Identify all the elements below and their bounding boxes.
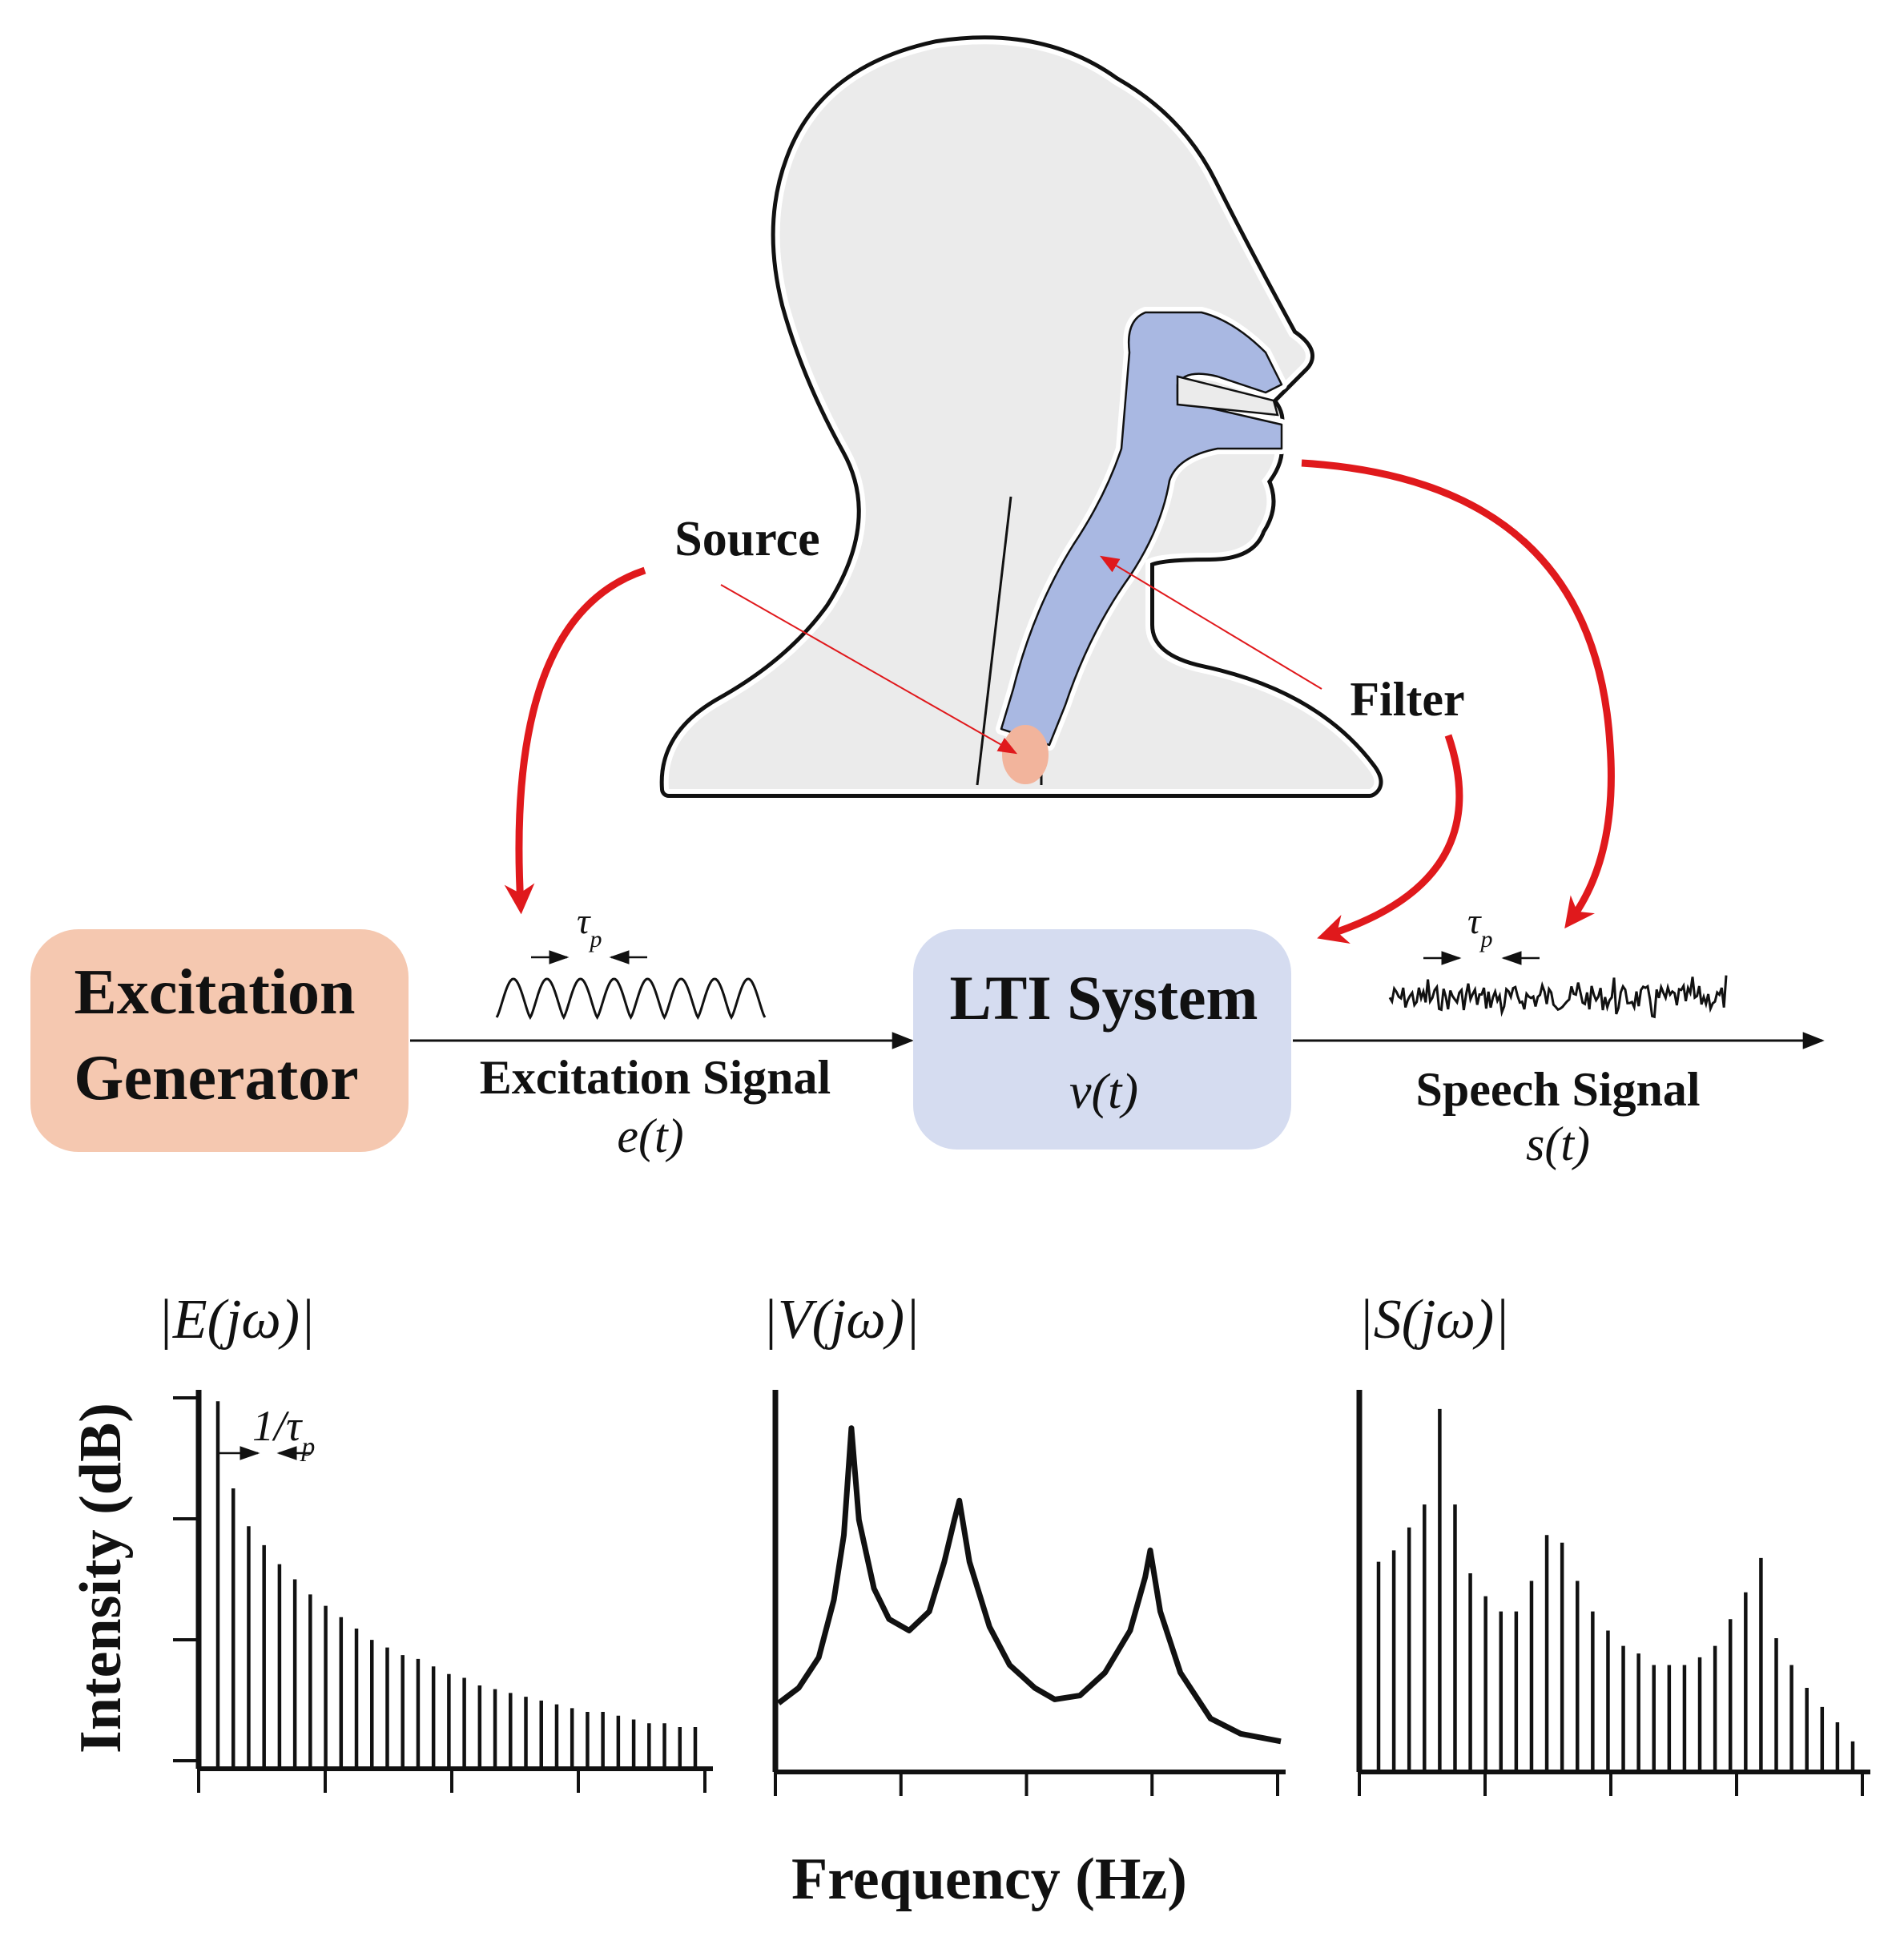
excitation-waveform-icon xyxy=(495,977,767,1021)
filter-to-lti-arrow xyxy=(1317,734,1463,944)
excitation-signal-label: Excitation Signal xyxy=(480,1051,831,1104)
y-axis-label: Intensity (dB) xyxy=(68,1403,134,1754)
v-spectrum-title: |V(jω)| xyxy=(763,1289,920,1351)
lti-system-label: LTI System xyxy=(949,963,1258,1033)
e-spectrum-title: |E(jω)| xyxy=(158,1289,316,1351)
filter-pointer-arrow xyxy=(1099,555,1322,690)
s-spectrum-title: |S(jω)| xyxy=(1359,1289,1510,1351)
lti-function-label: v(t) xyxy=(1069,1065,1138,1119)
excitation-tau-label: τp xyxy=(577,900,602,952)
source-pointer-arrow xyxy=(720,584,1018,755)
speech-tau-label: τp xyxy=(1467,900,1492,952)
speech-waveform-icon xyxy=(1388,975,1728,1019)
excitation-generator-label-line1: Excitation xyxy=(74,957,355,1028)
mouth-to-speech-arrow xyxy=(1301,459,1615,929)
x-axis-label: Frequency (Hz) xyxy=(791,1846,1187,1912)
excitation-function-label: e(t) xyxy=(617,1109,683,1162)
excitation-generator-label-line2: Generator xyxy=(74,1043,358,1113)
glottis-source-icon xyxy=(1002,725,1049,784)
vocal-tract-icon xyxy=(996,307,1287,751)
chart-v xyxy=(772,1390,1286,1796)
source-to-excitation-arrow xyxy=(504,566,646,915)
harmonic-spacing-marker: 1/τp xyxy=(218,1402,315,1462)
head-profile-icon xyxy=(659,35,1383,798)
excitation-period-marker: τp xyxy=(531,900,647,964)
filter-label: Filter xyxy=(1350,673,1464,726)
chart-e xyxy=(173,1390,713,1793)
speech-signal-label: Speech Signal xyxy=(1415,1063,1700,1116)
vocal-tract-response-line xyxy=(776,1425,1282,1745)
lti-system-box: LTI System v(t) xyxy=(913,929,1291,1150)
source-label: Source xyxy=(674,512,819,566)
chart-s xyxy=(1356,1390,1870,1796)
speech-period-marker: τp xyxy=(1423,900,1540,965)
speech-function-label: s(t) xyxy=(1526,1117,1590,1170)
excitation-generator-box: Excitation Generator xyxy=(30,929,409,1152)
